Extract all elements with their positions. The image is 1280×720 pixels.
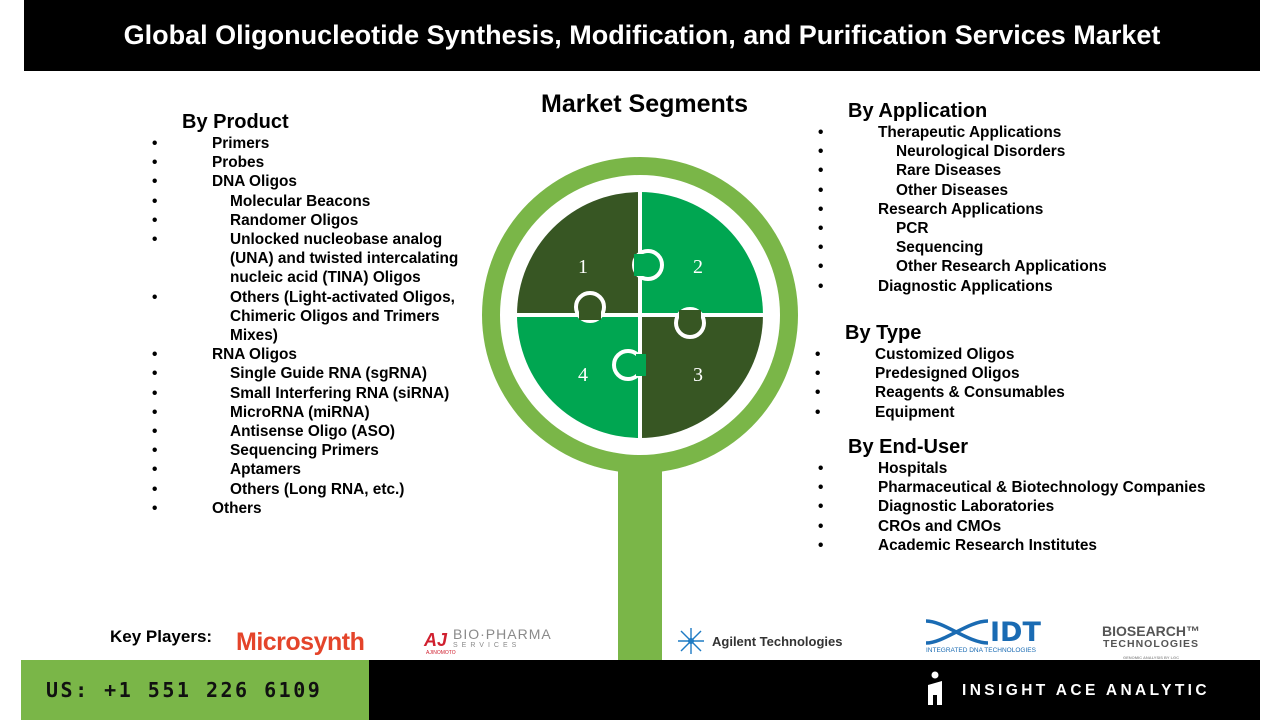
puzzle-piece-2 — [640, 192, 763, 315]
list-item: Other Research Applications — [818, 257, 1228, 276]
by-end-user-heading: By End-User — [848, 436, 969, 458]
by-type-section: By Type Customized OligosPredesigned Oli… — [815, 321, 1225, 422]
list-item: Diagnostic Laboratories — [818, 497, 1248, 516]
microsynth-logo: Microsynth — [236, 628, 365, 656]
ajinomoto-mark: AJ — [424, 629, 448, 650]
by-end-user-list: HospitalsPharmaceutical & Biotechnology … — [818, 459, 1248, 555]
by-type-heading: By Type — [845, 322, 922, 344]
phone-number: US: +1 551 226 6109 — [46, 678, 323, 702]
idt-word: IDT — [990, 617, 1041, 648]
idt-sub: INTEGRATED DNA TECHNOLOGIES — [926, 647, 1036, 654]
list-item: Rare Diseases — [818, 161, 1228, 180]
puzzle-number-3: 3 — [693, 364, 703, 386]
brand-name: INSIGHT ACE ANALYTIC — [962, 682, 1210, 699]
page-title: Global Oligonucleotide Synthesis, Modifi… — [123, 20, 1161, 50]
by-product-heading: By Product — [182, 111, 289, 133]
biosearch-line1: BIOSEARCH™ — [1102, 623, 1201, 639]
list-item: PCR — [818, 219, 1228, 238]
biopharma-line1: BIO·PHARMA — [453, 626, 552, 642]
idt-helix-icon — [925, 619, 989, 645]
list-item: CROs and CMOs — [818, 517, 1248, 536]
list-item: DNA Oligos — [152, 172, 472, 191]
agilent-logo: Agilent Technologies — [676, 626, 843, 656]
ajinomoto-sub: AJINOMOTO — [426, 650, 456, 656]
list-item: RNA Oligos — [152, 345, 472, 364]
magnifier-handle — [618, 470, 662, 662]
by-application-section: By Application Therapeutic ApplicationsN… — [818, 99, 1228, 296]
biosearch-logo: BIOSEARCH™ TECHNOLOGIES GENOMIC ANALYSIS… — [1102, 623, 1201, 664]
list-item: Equipment — [815, 403, 1225, 422]
list-item: Others (Long RNA, etc.) — [152, 480, 472, 499]
by-type-list: Customized OligosPredesigned OligosReage… — [815, 345, 1225, 422]
list-item: Neurological Disorders — [818, 142, 1228, 161]
list-item: Small Interfering RNA (siRNA) — [152, 384, 472, 403]
biosearch-line2: TECHNOLOGIES — [1103, 638, 1200, 650]
idt-logo: IDT INTEGRATED DNA TECHNOLOGIES — [924, 617, 1044, 654]
list-item: Therapeutic Applications — [818, 123, 1228, 142]
list-item: Customized Oligos — [815, 345, 1225, 364]
key-players-label: Key Players: — [110, 627, 213, 646]
puzzle-number-2: 2 — [693, 256, 703, 278]
list-item: Probes — [152, 153, 472, 172]
list-item: MicroRNA (miRNA) — [152, 403, 472, 422]
by-product-list: PrimersProbesDNA OligosMolecular Beacons… — [152, 134, 472, 518]
agilent-name: Agilent Technologies — [712, 633, 843, 649]
footer-brand-panel — [369, 660, 1260, 720]
list-item: Others — [152, 499, 472, 518]
list-item: Pharmaceutical & Biotechnology Companies — [818, 478, 1248, 497]
by-application-heading: By Application — [848, 100, 988, 122]
puzzle-number-1: 1 — [578, 256, 588, 278]
list-item: Antisense Oligo (ASO) — [152, 422, 472, 441]
list-item: Reagents & Consumables — [815, 383, 1225, 402]
list-item: Others (Light-activated Oligos, Chimeric… — [152, 288, 472, 346]
list-item: Diagnostic Applications — [818, 277, 1228, 296]
list-item: Randomer Oligos — [152, 211, 472, 230]
list-item: Molecular Beacons — [152, 192, 472, 211]
by-application-list: Therapeutic ApplicationsNeurological Dis… — [818, 123, 1228, 296]
puzzle-piece-3 — [640, 315, 763, 438]
list-item: Research Applications — [818, 200, 1228, 219]
footer-contact-panel: US: +1 551 226 6109 — [21, 660, 369, 720]
ajinomoto-biopharma-logo: AJ AJINOMOTO BIO·PHARMA SERVICES — [424, 626, 552, 656]
biosearch-line3: GENOMIC ANALYSIS BY LGC — [1122, 655, 1180, 660]
title-bar: Global Oligonucleotide Synthesis, Modifi… — [24, 0, 1260, 71]
insight-ace-logo-icon — [928, 671, 942, 705]
biopharma-text: BIO·PHARMA SERVICES — [453, 626, 552, 652]
segments-title: Market Segments — [541, 90, 749, 118]
list-item: Other Diseases — [818, 181, 1228, 200]
biopharma-line2: SERVICES — [453, 642, 521, 649]
puzzle-number-4: 4 — [578, 364, 588, 386]
list-item: Sequencing — [818, 238, 1228, 257]
list-item: Hospitals — [818, 459, 1248, 478]
list-item: Sequencing Primers — [152, 441, 472, 460]
list-item: Single Guide RNA (sgRNA) — [152, 364, 472, 383]
list-item: Predesigned Oligos — [815, 364, 1225, 383]
puzzle-piece-1 — [517, 192, 640, 315]
list-item: Aptamers — [152, 460, 472, 479]
puzzle-piece-4 — [517, 315, 640, 438]
list-item: Unlocked nucleobase analog (UNA) and twi… — [152, 230, 472, 288]
by-product-section: By Product PrimersProbesDNA OligosMolecu… — [152, 110, 472, 518]
list-item: Primers — [152, 134, 472, 153]
list-item: Academic Research Institutes — [818, 536, 1248, 555]
agilent-spark-icon — [678, 628, 704, 654]
by-end-user-section: By End-User HospitalsPharmaceutical & Bi… — [818, 435, 1248, 555]
